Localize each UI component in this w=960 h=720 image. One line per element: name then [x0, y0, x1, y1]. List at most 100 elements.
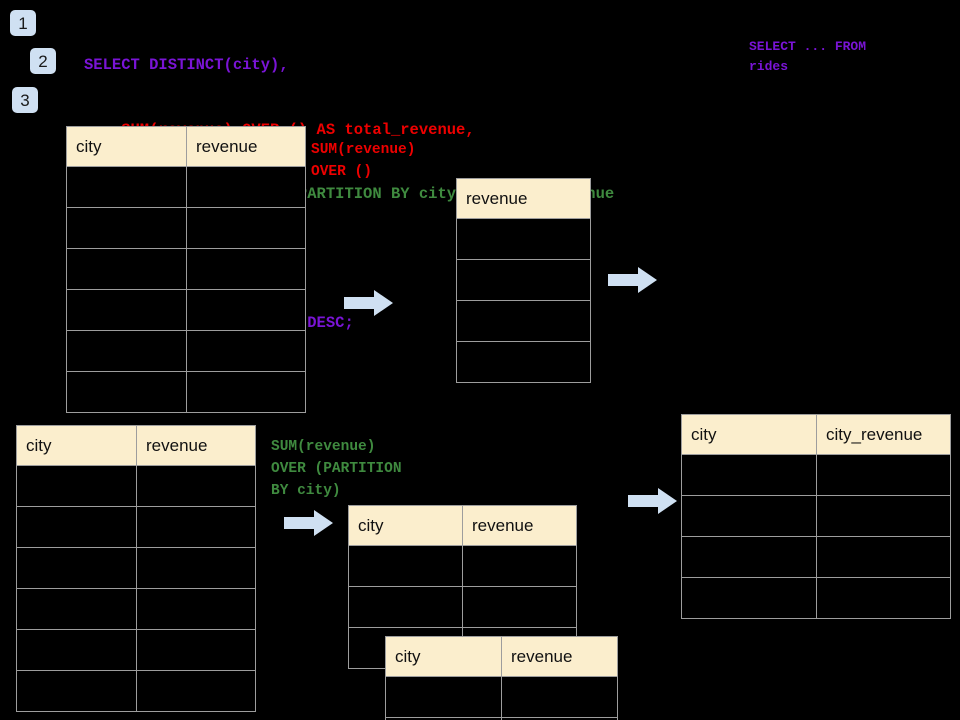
table-row [66, 166, 306, 208]
cell-revenue [136, 506, 256, 548]
table-row [681, 454, 951, 496]
cell-city [348, 586, 463, 628]
table-row [66, 207, 306, 249]
table-row [66, 248, 306, 290]
cell-city [16, 670, 137, 712]
column-header-city: city [385, 636, 502, 677]
column-header-city-revenue: city_revenue [816, 414, 951, 455]
arrow-right-icon [284, 510, 333, 536]
table-row [66, 371, 306, 413]
arrow-total-to-next [608, 265, 658, 300]
table-row [681, 495, 951, 537]
cell-city [66, 371, 187, 413]
table-row [456, 218, 591, 260]
cell-city-revenue [816, 454, 951, 496]
cell-revenue [462, 586, 577, 628]
sql-line-1: SELECT DISTINCT(city), [84, 56, 289, 74]
rides-source-table: city revenue [66, 126, 306, 413]
table-row [348, 586, 577, 628]
cell-city [66, 166, 187, 208]
total-revenue-table: revenue [456, 178, 591, 383]
table-header-row: city revenue [66, 126, 306, 167]
table-row [16, 547, 256, 589]
table-header-row: revenue [456, 178, 591, 219]
step-badge-2-label: 2 [38, 51, 48, 71]
arrow-right-icon [628, 488, 677, 514]
column-header-revenue: revenue [462, 505, 577, 546]
table-header-row: city revenue [16, 425, 256, 466]
column-header-revenue: revenue [501, 636, 618, 677]
cell-revenue [136, 465, 256, 507]
table-row [16, 506, 256, 548]
table-row [385, 676, 618, 718]
column-header-revenue: revenue [136, 425, 256, 466]
cell-revenue [186, 207, 306, 249]
arrow-source-to-total [344, 288, 394, 323]
table-header-row: city revenue [348, 505, 577, 546]
table-row [16, 629, 256, 671]
arrow-right-icon [344, 290, 393, 316]
cell-revenue [456, 259, 591, 301]
table-row [348, 545, 577, 587]
arrow-right-icon [608, 267, 657, 293]
cell-city-revenue [816, 495, 951, 537]
arrow-source-to-partition [284, 508, 334, 543]
table-row [66, 330, 306, 372]
table-row [456, 341, 591, 383]
step-badge-3-label: 3 [20, 90, 30, 110]
cell-revenue [136, 629, 256, 671]
cell-revenue [186, 330, 306, 372]
table-row [456, 259, 591, 301]
cell-city [681, 454, 817, 496]
cell-revenue [186, 371, 306, 413]
table-row [66, 289, 306, 331]
cell-city [681, 577, 817, 619]
over-empty-annotation: SUM(revenue) OVER () [311, 142, 416, 180]
cell-city [385, 676, 502, 718]
cell-city [16, 629, 137, 671]
cell-city-revenue [816, 536, 951, 578]
step-badge-2: 2 [30, 48, 56, 74]
cell-revenue [186, 248, 306, 290]
step-badge-1-label: 1 [18, 13, 28, 33]
cell-city [681, 495, 817, 537]
cell-revenue [186, 289, 306, 331]
cell-revenue [501, 676, 618, 718]
table-row [681, 536, 951, 578]
cell-revenue [136, 588, 256, 630]
partition-table-a: city revenue [348, 505, 577, 669]
cell-revenue [136, 670, 256, 712]
cell-city [66, 207, 187, 249]
subquery-note: SELECT ... FROM rides [749, 39, 867, 74]
partition-table-b: city revenue [385, 636, 618, 720]
cell-city [16, 506, 137, 548]
column-header-city: city [681, 414, 817, 455]
column-header-revenue: revenue [186, 126, 306, 167]
table-row [681, 577, 951, 619]
table-header-row: city city_revenue [681, 414, 951, 455]
cell-revenue [456, 341, 591, 383]
cell-revenue [501, 717, 618, 720]
cell-revenue [136, 547, 256, 589]
table-row [16, 670, 256, 712]
cell-revenue [456, 218, 591, 260]
cell-revenue [186, 166, 306, 208]
column-header-city: city [16, 425, 137, 466]
column-header-city: city [66, 126, 187, 167]
cell-city [16, 465, 137, 507]
cell-city [348, 545, 463, 587]
step-badge-1: 1 [10, 10, 36, 36]
cell-revenue [456, 300, 591, 342]
table-row [385, 717, 618, 720]
cell-revenue [462, 545, 577, 587]
cell-city-revenue [816, 577, 951, 619]
column-header-revenue: revenue [456, 178, 591, 219]
table-row [16, 465, 256, 507]
cell-city [16, 588, 137, 630]
rides-source-table-partitioned: city revenue [16, 425, 256, 712]
table-row [16, 588, 256, 630]
cell-city [16, 547, 137, 589]
column-header-city: city [348, 505, 463, 546]
step-badge-3: 3 [12, 87, 38, 113]
